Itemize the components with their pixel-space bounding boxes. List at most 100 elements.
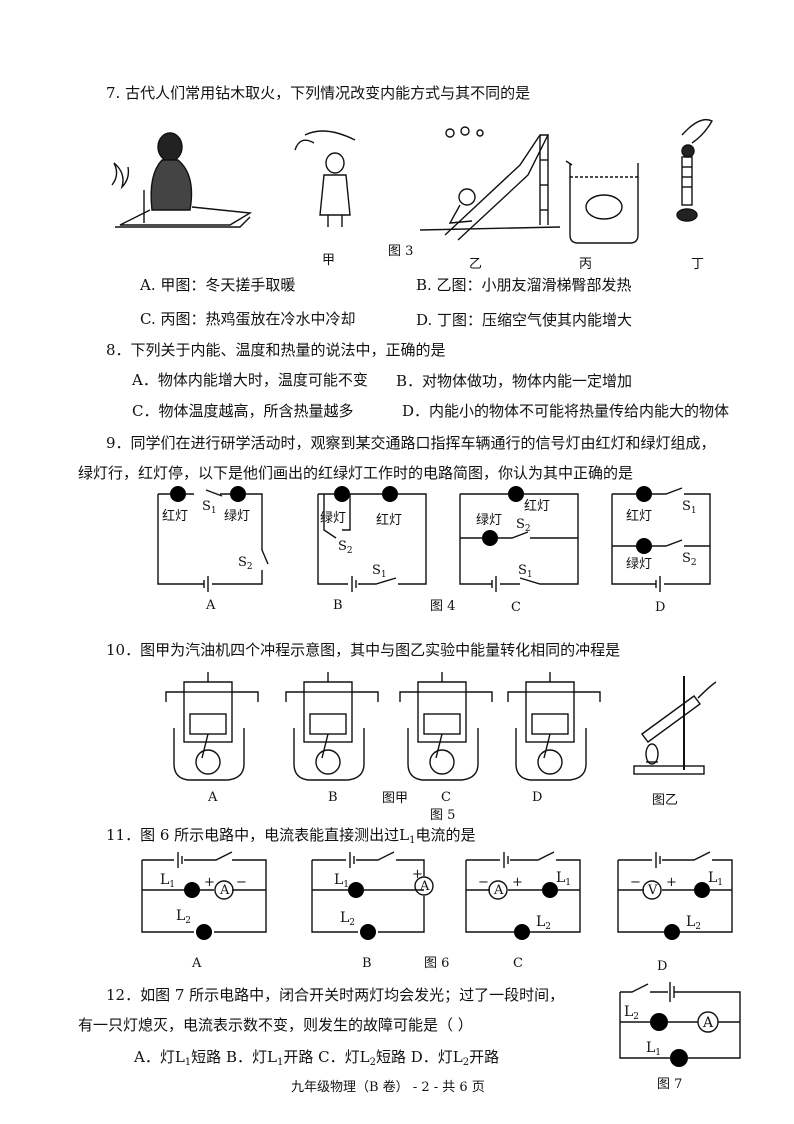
- svg-text:L2: L2: [340, 910, 355, 928]
- circuit-a: 红灯 绿灯 S1 S2: [157, 486, 269, 592]
- q10-figure-jia: 图甲: [382, 791, 409, 806]
- circuit-d: 红灯 绿灯 S1 S2: [611, 486, 711, 592]
- q9-option-c-label: C: [511, 600, 521, 615]
- svg-text:红灯: 红灯: [376, 512, 402, 528]
- compressed-air-device-illustration: [676, 118, 713, 222]
- engine-stroke-a: [165, 671, 259, 781]
- svg-text:A: A: [219, 883, 230, 898]
- q11-option-a-label: A: [192, 956, 202, 971]
- q9-circuits: 红灯 绿灯 S1 S2 绿灯 红灯 S2 S1 红灯 绿灯 S2 S1 红灯 绿…: [157, 486, 711, 592]
- circuit-c: A − + L1 L2: [465, 851, 581, 940]
- q7-figure: [111, 118, 713, 244]
- q7-option-b: B. 乙图：小朋友溜滑梯臀部发热: [416, 276, 632, 294]
- circuit-a: A + − L1 L2: [141, 851, 267, 940]
- svg-text:S1: S1: [372, 563, 387, 580]
- svg-text:S1: S1: [202, 499, 217, 516]
- q9-figure-label: 图 4: [430, 599, 456, 614]
- svg-text:L2: L2: [176, 908, 191, 926]
- beaker-with-egg-illustration: [565, 160, 639, 244]
- svg-text:绿灯: 绿灯: [224, 509, 250, 524]
- q12-circuit: A L2 L1: [619, 982, 741, 1067]
- q11-option-d-label: D: [657, 959, 668, 974]
- circuit-d: V − + L1 L2: [617, 851, 733, 940]
- svg-text:S1: S1: [518, 563, 533, 580]
- test-tube-steam-experiment: [633, 676, 717, 775]
- svg-text:A: A: [419, 879, 430, 894]
- q7-figure-label: 图 3: [388, 244, 414, 259]
- svg-text:L2: L2: [686, 914, 701, 932]
- q9-option-b-label: B: [333, 598, 343, 613]
- q11-option-b-label: B: [362, 956, 372, 971]
- svg-text:绿灯: 绿灯: [626, 557, 652, 572]
- child-rubbing-hands-illustration: [294, 130, 356, 227]
- engine-stroke-d: [507, 671, 601, 781]
- q8-option-d: D．内能小的物体不可能将热量传给内能大的物体: [402, 402, 730, 420]
- svg-text:L2: L2: [536, 914, 551, 932]
- engine-stroke-b: [285, 671, 379, 781]
- q9-stem-line1: 9．同学们在进行研学活动时，观察到某交通路口指挥车辆通行的信号灯由红灯和绿灯组成…: [106, 434, 716, 452]
- svg-text:红灯: 红灯: [626, 508, 652, 524]
- q10-option-a-label: A: [208, 790, 218, 805]
- q12-figure-label: 图 7: [657, 1077, 683, 1092]
- svg-text:S2: S2: [682, 551, 697, 568]
- q8-option-b: B．对物体做功，物体内能一定增加: [396, 372, 633, 390]
- q10-option-d-label: D: [532, 790, 543, 805]
- svg-text:L1: L1: [646, 1040, 661, 1058]
- q10-figure-yi: 图乙: [652, 793, 679, 808]
- svg-text:+: +: [204, 875, 215, 890]
- q12-stem-line2: 有一只灯熄灭，电流表示数不变，则发生的故障可能是（ ）: [78, 1016, 473, 1034]
- svg-text:绿灯: 绿灯: [476, 513, 502, 528]
- q11-circuits: A + − L1 L2 A + L1 L2 A − + L1 L2 V − + L1: [141, 851, 733, 940]
- svg-text:−: −: [630, 875, 641, 890]
- svg-text:S1: S1: [682, 499, 697, 516]
- svg-text:L1: L1: [556, 870, 571, 888]
- q7-option-c: C. 丙图：热鸡蛋放在冷水中冷却: [140, 310, 356, 328]
- svg-text:L1: L1: [708, 870, 723, 888]
- child-on-slide-illustration: [419, 126, 561, 241]
- q8-option-c: C．物体温度越高，所含热量越多: [132, 402, 354, 420]
- svg-text:+: +: [512, 875, 523, 890]
- svg-text:红灯: 红灯: [162, 508, 188, 524]
- q10-stem: 10．图甲为汽油机四个冲程示意图，其中与图乙实验中能量转化相同的冲程是: [106, 641, 621, 659]
- svg-text:S2: S2: [338, 539, 353, 556]
- q8-option-a: A．物体内能增大时，温度可能不变: [132, 371, 368, 389]
- q9-option-d-label: D: [655, 600, 666, 615]
- q7-option-d: D. 丁图：压缩空气使其内能增大: [416, 311, 633, 329]
- svg-text:A: A: [702, 1015, 714, 1031]
- svg-text:−: −: [236, 875, 247, 890]
- svg-text:绿灯: 绿灯: [320, 511, 346, 526]
- q7-stem: 7. 古代人们常用钻木取火，下列情况改变内能方式与其不同的是: [106, 84, 531, 102]
- engine-stroke-c: [399, 671, 493, 781]
- svg-text:+: +: [412, 867, 423, 882]
- circuit-b: 绿灯 红灯 S2 S1: [317, 486, 427, 592]
- circuit-c: 红灯 绿灯 S2 S1: [459, 486, 579, 592]
- q10-option-b-label: B: [328, 790, 338, 805]
- q11-figure-label: 图 6: [424, 956, 450, 971]
- q7-caption-ding: 丁: [691, 257, 705, 272]
- q12-options: A．灯L1短路 B．灯L1开路 C．灯L2短路 D．灯L2开路: [134, 1048, 500, 1068]
- q12-stem-line1: 12．如图 7 所示电路中，闭合开关时两灯均会发光；过了一段时间，: [106, 986, 565, 1004]
- q7-caption-yi: 乙: [469, 257, 483, 272]
- q8-stem: 8．下列关于内能、温度和热量的说法中，正确的是: [106, 341, 446, 359]
- svg-text:L2: L2: [624, 1004, 639, 1022]
- q10-figure-label: 图 5: [430, 808, 456, 823]
- svg-text:−: −: [478, 875, 489, 890]
- svg-text:L1: L1: [334, 872, 349, 890]
- man-drilling-fire-illustration: [111, 132, 253, 228]
- svg-text:红灯: 红灯: [524, 498, 550, 514]
- q9-stem-line2: 绿灯行，红灯停，以下是他们画出的红绿灯工作时的电路简图，你认为其中正确的是: [78, 464, 634, 482]
- svg-text:S2: S2: [238, 555, 253, 572]
- svg-text:A: A: [493, 883, 504, 898]
- q10-option-c-label: C: [441, 790, 451, 805]
- q7-option-a: A. 甲图：冬天搓手取暖: [140, 276, 296, 294]
- q7-caption-bing: 丙: [579, 257, 593, 272]
- svg-text:L1: L1: [160, 872, 175, 890]
- q7-caption-jia: 甲: [322, 253, 336, 268]
- q10-engine-strokes: [165, 671, 717, 781]
- svg-text:+: +: [666, 875, 677, 890]
- q11-stem: 11．图 6 所示电路中，电流表能直接测出过L1电流的是: [106, 826, 476, 846]
- circuit-b: A + L1 L2: [311, 851, 434, 940]
- page-footer: 九年级物理（B 卷） - 2 - 共 6 页: [291, 1080, 485, 1095]
- svg-text:V: V: [647, 883, 658, 898]
- q9-option-a-label: A: [206, 598, 216, 613]
